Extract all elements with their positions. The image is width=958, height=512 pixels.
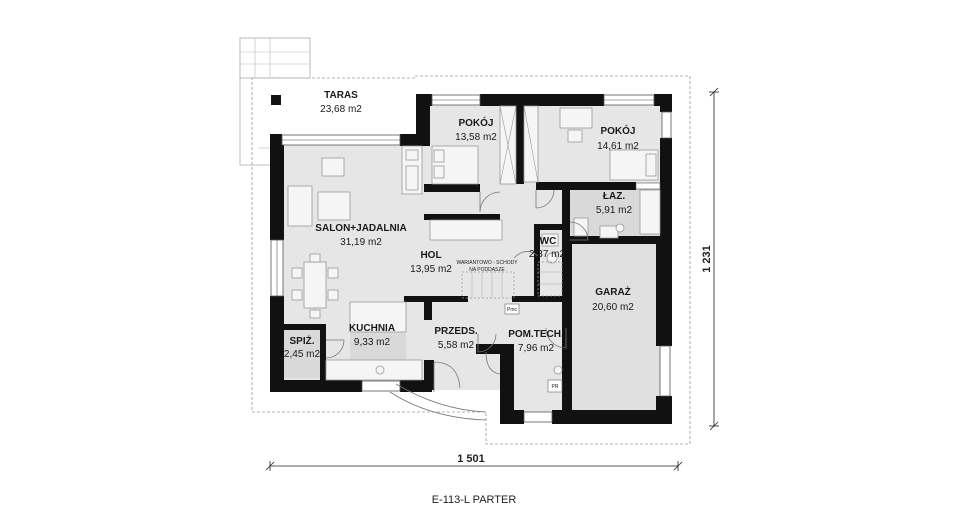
bathroom-fixtures	[541, 189, 661, 264]
pr-symbol: PR	[552, 384, 559, 390]
plot-outline	[251, 75, 691, 445]
room-name-spiz: SPIŻ.	[289, 334, 314, 347]
room-name-wc: WC	[540, 236, 557, 247]
room-area-laz: 5,91 m2	[596, 205, 633, 216]
dimension-width: 1 501	[457, 453, 485, 465]
room-name-taras: TARAS	[324, 90, 358, 101]
stairs-note-line-1: WARIANTOWO - SCHODY	[456, 260, 518, 266]
room-name-salon: SALON+JADALNIA	[315, 223, 406, 234]
room-name-kuchnia: KUCHNIA	[349, 323, 395, 334]
room-area-pokoj-2: 14,61 m2	[597, 141, 639, 152]
room-name-laz: ŁAZ.	[603, 191, 625, 202]
stairs-note-line-2: NA PODDASZE	[469, 267, 505, 273]
room-name-pokoj-2: POKÓJ	[600, 124, 635, 137]
room-area-przeds: 5,58 m2	[438, 340, 475, 351]
entrance-canopy	[389, 351, 501, 421]
salon-furniture	[287, 145, 423, 319]
room-name-pokoj-1: POKÓJ	[458, 116, 493, 129]
room-area-taras: 23,68 m2	[320, 104, 362, 115]
bedroom-furniture	[429, 105, 659, 241]
room-area-salon: 31,19 m2	[340, 237, 382, 248]
terrace-pergola	[239, 37, 311, 166]
room-name-przeds: PRZEDS.	[434, 326, 478, 337]
kitchen-counter	[325, 301, 423, 381]
room-area-hol: 13,95 m2	[410, 264, 452, 275]
pmc-symbol: Pmc	[507, 307, 518, 313]
room-area-wc: 2,37 m2	[529, 249, 566, 260]
room-name-garaz: GARAŻ	[595, 285, 631, 298]
tech-symbols: Pmc PR	[504, 303, 563, 393]
doors	[325, 189, 589, 359]
dimension-width-line	[265, 461, 683, 471]
stairs	[461, 251, 563, 299]
room-area-kuchnia: 9,33 m2	[354, 337, 391, 348]
room-area-pom-tech: 7,96 m2	[518, 343, 555, 354]
room-name-hol: HOL	[420, 250, 441, 261]
terrace-column	[271, 95, 281, 105]
room-area-pokoj-1: 13,58 m2	[455, 132, 497, 143]
room-area-spiz: 2,45 m2	[284, 349, 321, 360]
dimension-height: 1 231	[701, 245, 713, 273]
plan-caption: E-113-L PARTER	[432, 494, 517, 506]
windows	[270, 94, 672, 423]
walls	[270, 94, 672, 424]
room-name-pom-tech: POM.TECH.	[508, 329, 564, 340]
dimension-height-line	[709, 87, 719, 431]
room-area-garaz: 20,60 m2	[592, 302, 634, 313]
